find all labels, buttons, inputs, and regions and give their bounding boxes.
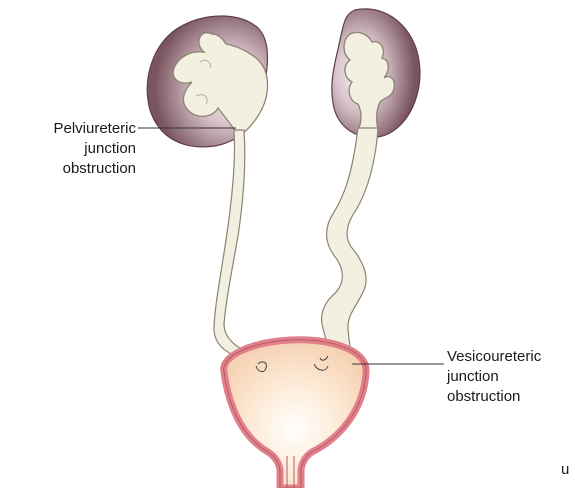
pelviureteric-label-line-3: obstruction [8, 159, 136, 179]
bladder [224, 340, 366, 488]
vesicoureteric-label: Vesicoureteric junction obstruction [447, 347, 572, 407]
pelviureteric-label: Pelviureteric junction obstruction [8, 119, 136, 179]
corner-mark: u [561, 461, 569, 479]
pelviureteric-label-line-2: junction [8, 139, 136, 159]
left-ureter [214, 130, 246, 358]
vesicoureteric-label-line-1: Vesicoureteric [447, 347, 572, 367]
vesicoureteric-label-line-2: junction [447, 367, 572, 387]
pelviureteric-label-line-1: Pelviureteric [8, 119, 136, 139]
right-ureter [322, 128, 378, 358]
vesicoureteric-label-line-3: obstruction [447, 387, 572, 407]
